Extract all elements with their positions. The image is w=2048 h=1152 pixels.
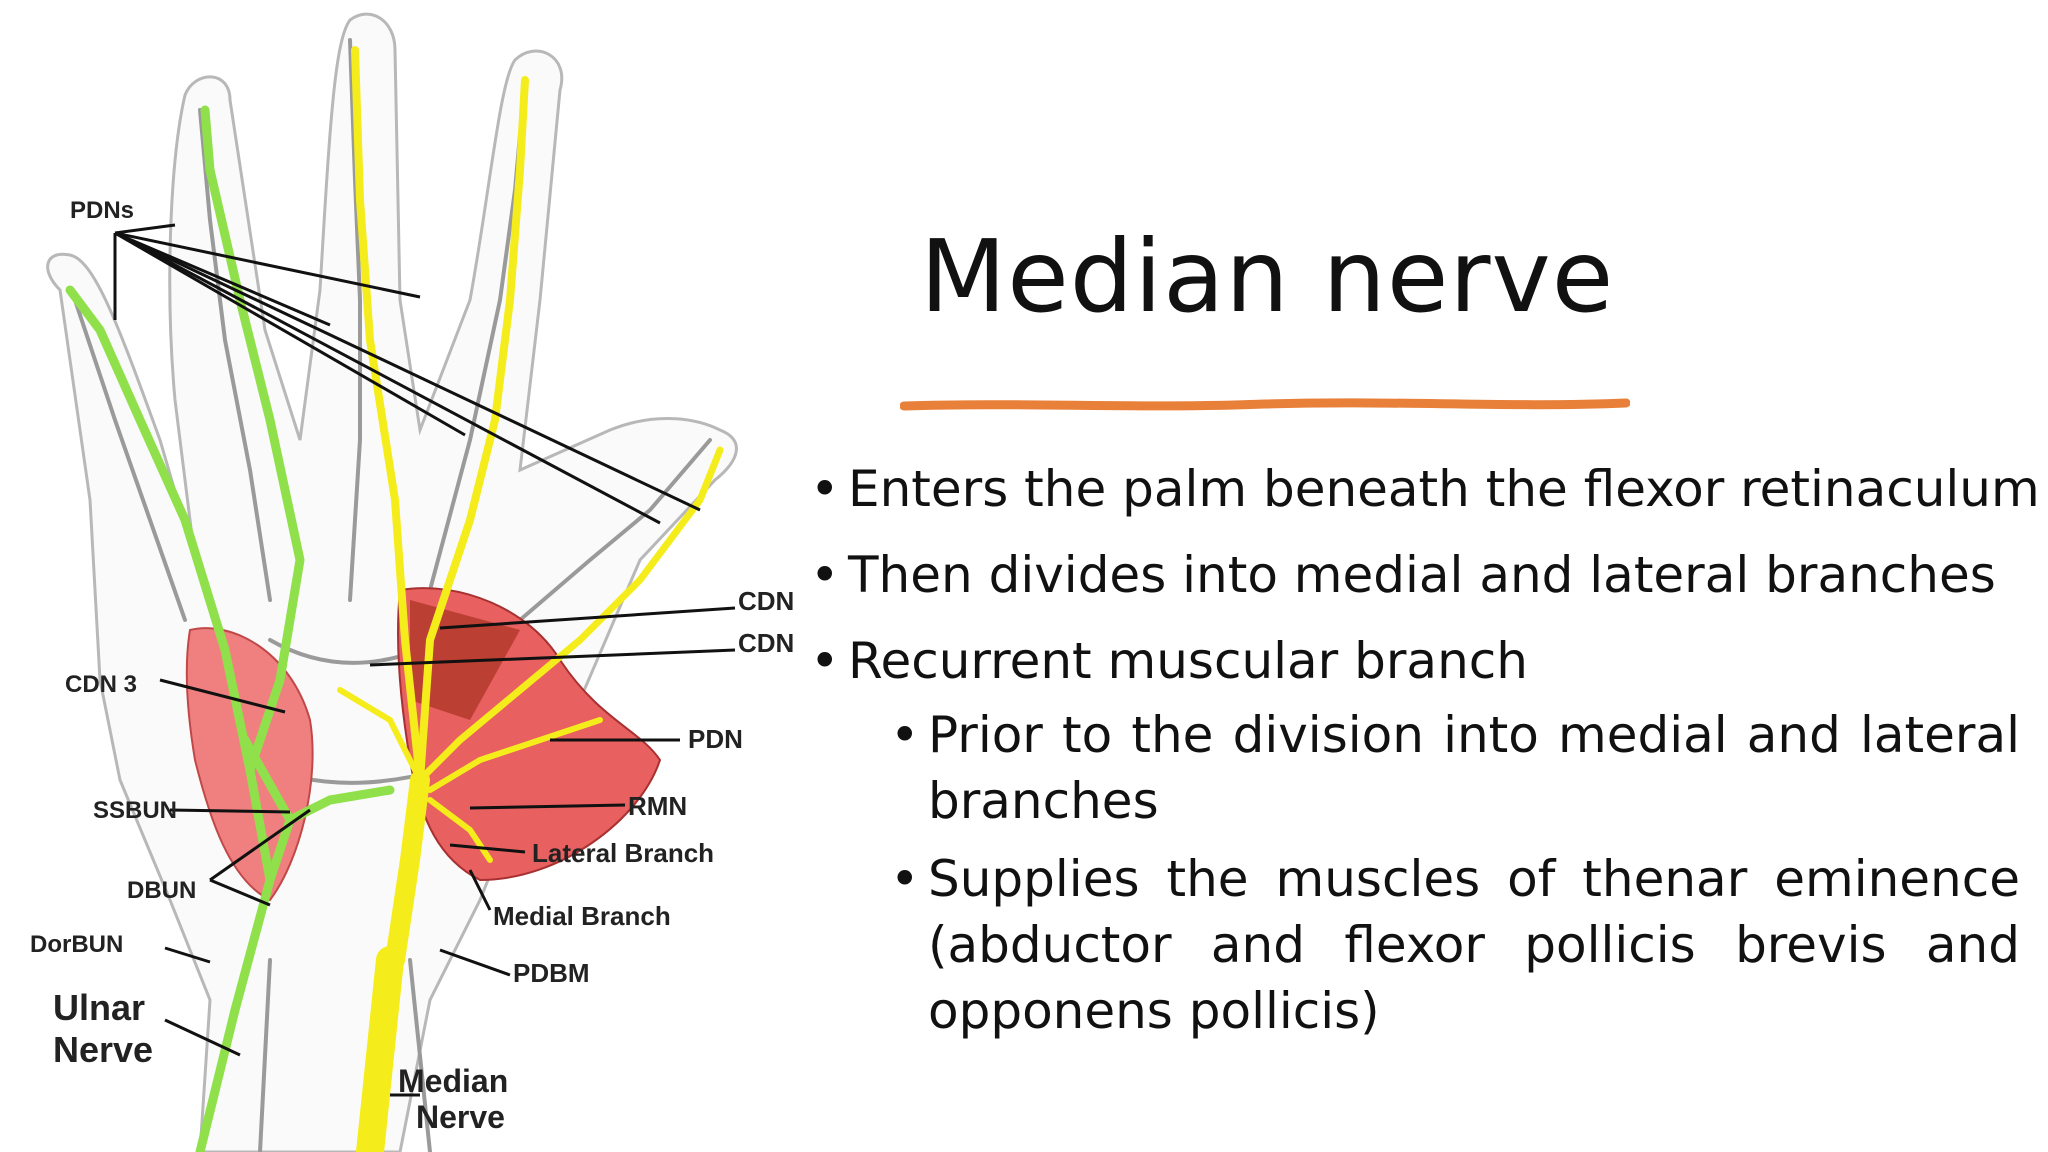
label-medial-branch: Medial Branch <box>493 901 671 931</box>
bullet-item: Then divides into medial and lateral bra… <box>810 544 2020 606</box>
label-pdbm: PDBM <box>513 958 590 988</box>
bullet-list: Enters the palm beneath the flexor retin… <box>810 458 2040 1056</box>
figure-labels: PDNs CDN CDN CDN 3 PDN SSBUN RMN Lateral… <box>30 197 794 1135</box>
ulnar-nerve <box>65 105 395 1152</box>
label-dorbun: DorBUN <box>30 931 123 958</box>
label-cdn-b: CDN <box>738 628 794 658</box>
sub-bullet-item: Supplies the muscles of thenar eminence … <box>810 846 2020 1044</box>
label-cdn3: CDN 3 <box>65 671 137 698</box>
label-lateral-branch: Lateral Branch <box>532 838 714 868</box>
leader-lines <box>113 223 736 1097</box>
label-pdns: PDNs <box>70 197 134 224</box>
label-ulnar-nerve-2: Nerve <box>53 1029 153 1070</box>
label-ssbun: SSBUN <box>93 797 177 824</box>
label-rmn: RMN <box>628 791 687 821</box>
bullet-item: Enters the palm beneath the flexor retin… <box>810 458 2040 520</box>
label-pdn: PDN <box>688 724 743 754</box>
label-ulnar-nerve-1: Ulnar <box>53 987 145 1028</box>
label-cdn-a: CDN <box>738 586 794 616</box>
sub-bullet-item: Prior to the division into medial and la… <box>810 702 2020 834</box>
median-nerve <box>337 46 724 1152</box>
title-underline <box>900 398 1630 411</box>
slide-title: Median nerve <box>920 218 1615 335</box>
label-median-nerve-1: Median <box>398 1063 508 1099</box>
bullet-item: Recurrent muscular branch <box>810 630 2020 692</box>
label-dbun: DBUN <box>127 877 196 904</box>
label-median-nerve-2: Nerve <box>416 1099 505 1135</box>
hand-nerve-illustration: PDNs CDN CDN CDN 3 PDN SSBUN RMN Lateral… <box>0 0 800 1152</box>
